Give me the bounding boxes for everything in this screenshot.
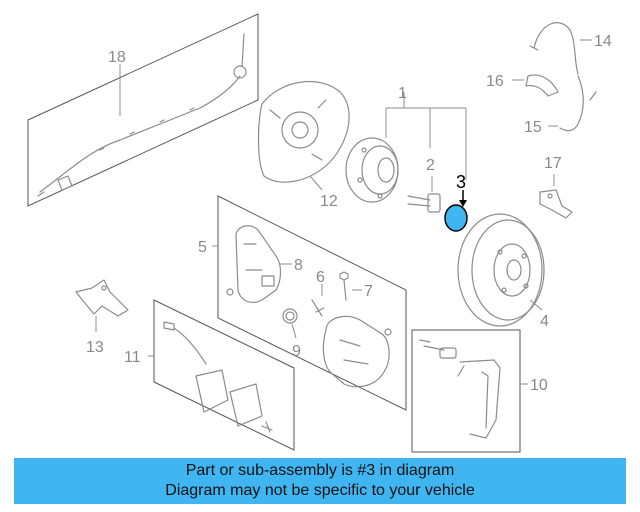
callout-2: 2 [426,157,435,174]
callout-18: 18 [108,49,126,66]
part-1-hub-bracket: 1 [385,85,467,180]
callout-13: 13 [86,339,104,356]
part-5-caliper-panel: 5 8 6 7 9 [198,195,407,411]
callout-5: 5 [198,239,207,256]
callout-12: 12 [320,193,338,210]
part-12-dust-shield: 12 [257,80,350,210]
banner-line-1: Part or sub-assembly is #3 in diagram [185,462,455,479]
callout-15: 15 [524,119,542,136]
callout-6: 6 [316,269,325,286]
part-3-highlighted-cap: 3 [444,172,468,232]
callout-8: 8 [294,257,303,274]
part-18-abs-sensor-panel: 18 [27,13,259,207]
part-10-brake-line-panel: 10 [411,329,548,453]
part-11-brake-pad-panel: 11 [124,299,295,451]
callout-7: 7 [364,283,373,300]
callout-16: 16 [486,73,504,90]
callout-1: 1 [398,85,407,102]
callout-11: 11 [124,349,141,366]
callout-3: 3 [456,172,466,192]
part-13-bracket: 13 [75,279,129,356]
wheel-hub [345,137,399,203]
banner-line-2: Diagram may not be specific to your vehi… [165,482,475,499]
part-14-brake-hose: 14 [529,22,612,75]
callout-14: 14 [594,33,612,50]
parts-diagram: 18 12 1 2 3 [27,13,612,453]
info-banner: Part or sub-assembly is #3 in diagram Di… [14,458,626,504]
callout-4: 4 [540,313,549,330]
part-2-hub-bolt: 2 [407,157,441,213]
callout-17: 17 [544,155,562,172]
callout-9: 9 [292,343,301,360]
part-15-brake-line: 15 [524,75,597,136]
callout-10: 10 [530,377,548,394]
part-16-clip: 16 [486,73,559,97]
part-4-brake-rotor: 4 [457,213,549,330]
part-17-bracket: 17 [539,155,573,219]
